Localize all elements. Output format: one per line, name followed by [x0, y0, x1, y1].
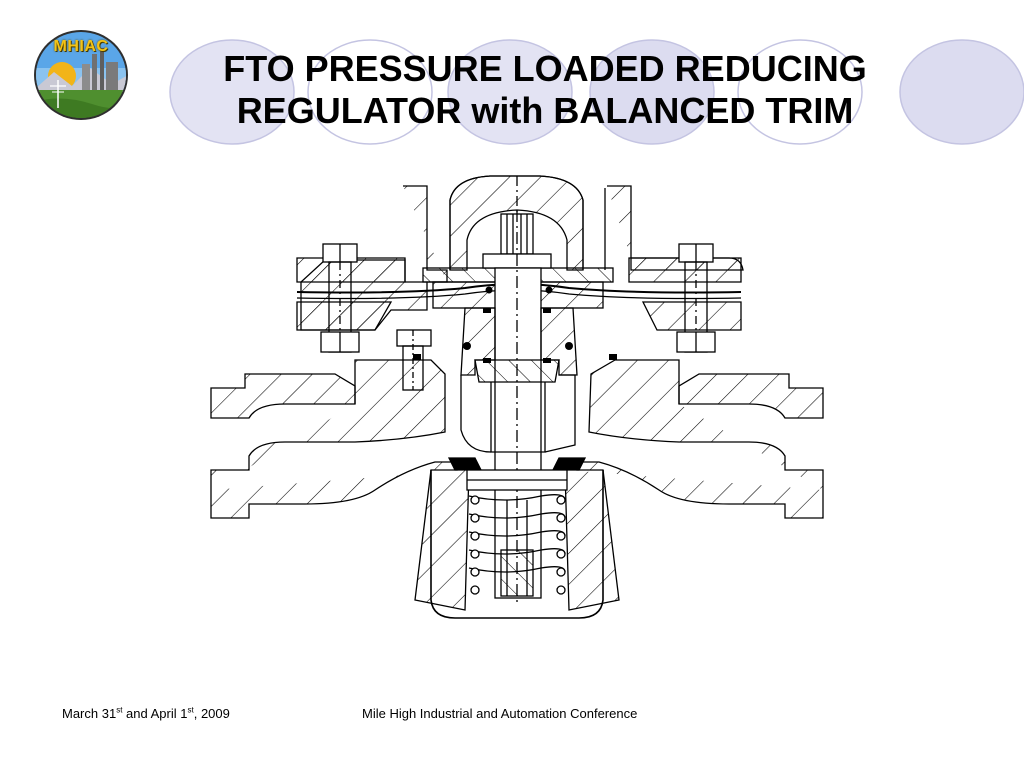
- title-line-2: REGULATOR with BALANCED TRIM: [236, 90, 854, 131]
- return-spring: [468, 494, 566, 595]
- footer-date-part3: , 2009: [193, 706, 230, 721]
- stem-guide: [500, 500, 534, 597]
- slide-title: FTO PRESSURE LOADED REDUCING REGULATOR w…: [150, 48, 940, 132]
- footer-conference: Mile High Industrial and Automation Conf…: [362, 706, 638, 721]
- upper-casing-right: [604, 185, 744, 331]
- logo-text: MHIAC: [53, 38, 109, 55]
- valve-stem: [482, 210, 552, 605]
- o-ring-seals: [413, 286, 617, 363]
- background-ovals: [169, 39, 1024, 145]
- valve-body: [210, 359, 824, 619]
- footer-date-sup1: st: [116, 705, 123, 715]
- regulator-cross-section-diagram: [210, 175, 824, 619]
- right-bolt: [676, 243, 716, 353]
- upper-casing-left: [296, 185, 448, 331]
- footer-date-part1: March 31: [62, 706, 117, 721]
- seat-ring: [447, 457, 587, 491]
- footer-date-sup2: st: [187, 705, 194, 715]
- logo-emblem-icon: [34, 30, 128, 120]
- left-bolt: [320, 243, 360, 353]
- footer-date-part2: and April 1: [122, 706, 188, 721]
- title-line-1: FTO PRESSURE LOADED REDUCING: [223, 48, 867, 89]
- footer-date: March 31st and April 1st, 2009: [62, 706, 230, 721]
- mhiac-logo: MHIAC: [32, 28, 130, 122]
- bonnet-dome: [449, 175, 584, 271]
